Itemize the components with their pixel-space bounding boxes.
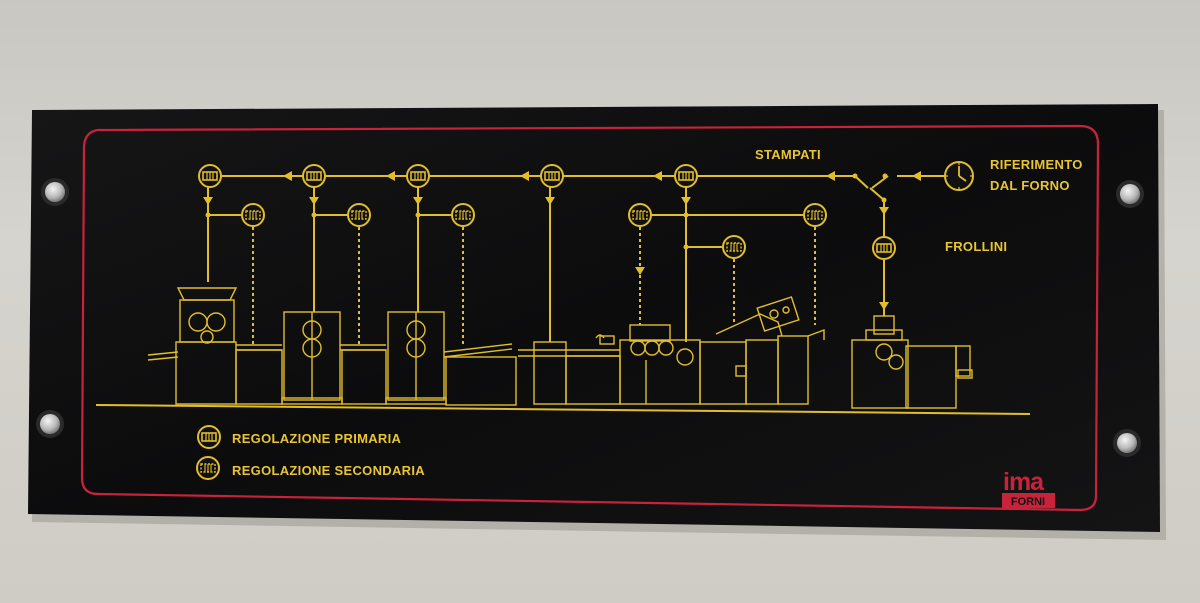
secondary-regulator-icon: [803, 203, 827, 227]
secondary-regulator-icon: [241, 203, 265, 227]
primary-regulator-icon: [406, 164, 430, 188]
screw-icon: [36, 410, 64, 438]
primary-regulator-icon: [302, 164, 326, 188]
logo-brand: ima: [1003, 468, 1045, 496]
secondary-regulator-icon: [347, 203, 371, 227]
label-frollini: FROLLINI: [945, 239, 1007, 254]
legend-secondary: REGOLAZIONE SECONDARIA: [232, 463, 425, 478]
label-riferimento: RIFERIMENTO: [990, 157, 1083, 172]
logo-sub: FORNI: [1011, 496, 1045, 508]
screw-icon: [41, 178, 69, 206]
screw-icon: [1113, 429, 1141, 457]
secondary-regulator-icon: [196, 456, 220, 480]
secondary-regulator-icon: [451, 203, 475, 227]
panel-border: [80, 124, 1100, 512]
panel-board: [28, 104, 1160, 532]
primary-regulator-icon: [872, 236, 896, 260]
screw-icon: [1116, 180, 1144, 208]
secondary-regulator-icon: [628, 203, 652, 227]
signal-lines: [203, 171, 944, 345]
primary-regulator-icon: [674, 164, 698, 188]
primary-regulator-icon: [197, 425, 221, 449]
clock-icon: [944, 161, 974, 191]
production-line-machinery: [95, 287, 1031, 415]
brand-logo: ima FORNI: [1002, 468, 1055, 508]
label-stampati: STAMPATI: [755, 147, 821, 162]
secondary-regulator-icon: [722, 235, 746, 259]
legend: REGOLAZIONE PRIMARIA REGOLAZIONE SECONDA…: [196, 425, 425, 480]
legend-primary: REGOLAZIONE PRIMARIA: [232, 431, 402, 446]
primary-regulator-icon: [198, 164, 222, 188]
label-dal-forno: DAL FORNO: [990, 178, 1070, 193]
primary-regulator-icon: [540, 164, 564, 188]
